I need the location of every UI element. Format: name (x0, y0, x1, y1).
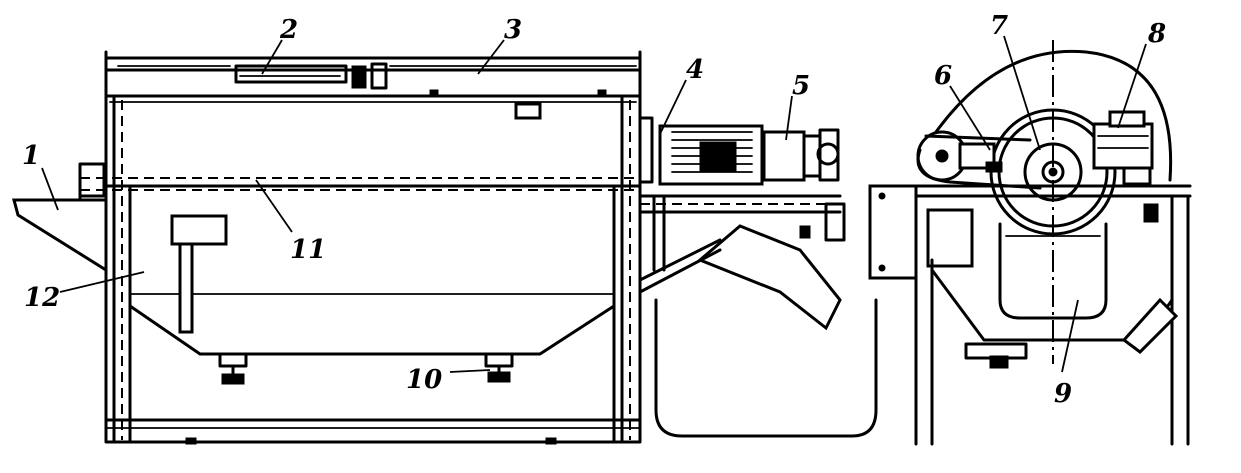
label-part-6: 6 (934, 61, 952, 91)
side-frame (868, 184, 1192, 446)
side-motor (1092, 110, 1154, 186)
main-frame (104, 56, 642, 445)
label-part-11: 11 (290, 235, 326, 265)
label-part-12: 12 (24, 283, 60, 313)
motor-bracket (638, 194, 846, 331)
label-part-10: 10 (406, 365, 442, 395)
side-tank (930, 222, 1179, 369)
side-view (868, 40, 1192, 446)
drum-guard (934, 49, 1173, 182)
top-cover (104, 50, 642, 120)
bath-support (218, 352, 514, 385)
label-part-9: 9 (1054, 379, 1072, 409)
label-part-2: 2 (279, 15, 298, 45)
motor-unit (638, 116, 840, 186)
part-labels: 1 2 3 4 5 6 7 8 9 10 11 12 (22, 11, 1166, 409)
label-part-8: 8 (1147, 19, 1166, 49)
label-part-1: 1 (22, 141, 40, 171)
feed-hopper (12, 198, 108, 273)
level-gauge (170, 214, 228, 334)
label-part-4: 4 (686, 55, 704, 85)
leader-lines (41, 35, 1147, 373)
belt-drive (916, 130, 1042, 190)
front-view (12, 50, 878, 445)
label-part-5: 5 (792, 71, 810, 101)
wash-bath (128, 293, 616, 385)
drain-hose (654, 298, 878, 438)
label-part-7: 7 (990, 11, 1008, 41)
label-part-3: 3 (504, 15, 522, 45)
drum (78, 162, 642, 202)
